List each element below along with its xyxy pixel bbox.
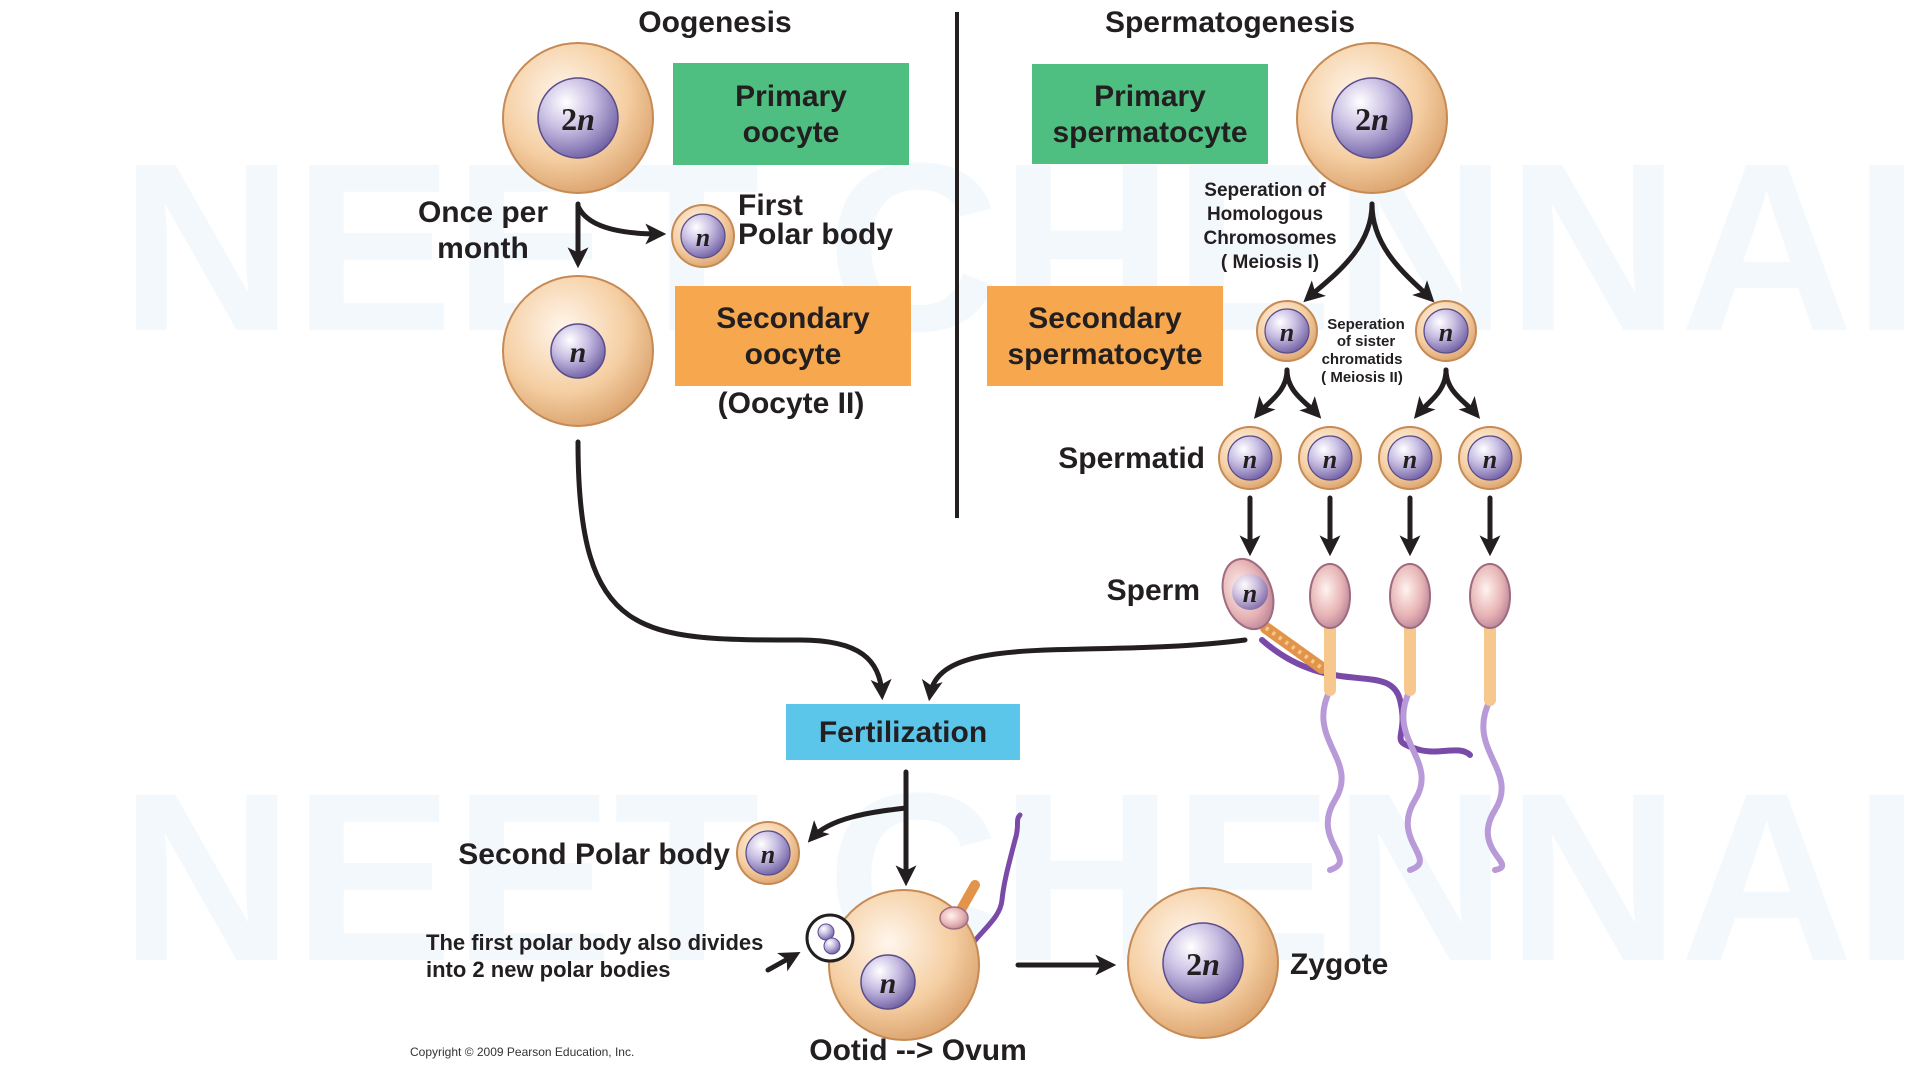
primary-spermatocyte-box: Primary spermatocyte bbox=[1032, 64, 1268, 164]
meiosis-i-line1: Seperation of bbox=[1204, 180, 1326, 201]
secondary-spermatocyte-box: Secondary spermatocyte bbox=[987, 286, 1223, 386]
fertilization-box: Fertilization bbox=[786, 704, 1020, 760]
meiosis-i-line3: Chromosomes bbox=[1203, 228, 1336, 249]
svg-text:n: n bbox=[1280, 318, 1294, 347]
primary-spermatocyte-label-line1: Primary bbox=[1094, 80, 1206, 113]
secondary-spermatocyte-cell-left: n bbox=[1256, 300, 1318, 362]
secondary-oocyte-box: Secondary oocyte bbox=[675, 286, 911, 386]
svg-text:n: n bbox=[761, 840, 775, 869]
svg-text:n: n bbox=[1403, 445, 1417, 474]
second-polar-body-cell: n bbox=[736, 821, 800, 885]
meiosis-ii-label: Seperation of sister chromatids ( Meiosi… bbox=[1321, 316, 1405, 386]
spermatid-label: Spermatid bbox=[1058, 442, 1205, 475]
haploid-label: n bbox=[761, 840, 775, 869]
secondary-oocyte-label-line1: Secondary bbox=[716, 302, 870, 335]
once-per-month-line1: Once per bbox=[418, 196, 548, 229]
svg-text:2n: 2n bbox=[561, 101, 595, 137]
haploid-label: n bbox=[1243, 579, 1257, 608]
svg-text:n: n bbox=[1483, 445, 1497, 474]
arrow-meiosis-i-right bbox=[1369, 201, 1435, 303]
zygote-cell: 2n bbox=[1127, 887, 1279, 1039]
spermatogenesis-title: Spermatogenesis bbox=[1105, 6, 1355, 39]
spermatid-cell: n bbox=[1378, 426, 1442, 490]
arrow-meiosis-i-left bbox=[1303, 201, 1375, 303]
first-polar-divides-line1: The first polar body also divides bbox=[426, 930, 763, 955]
first-polar-body-line1: First bbox=[738, 189, 803, 222]
oogenesis-title: Oogenesis bbox=[638, 6, 791, 39]
svg-text:n: n bbox=[696, 223, 710, 252]
svg-text:n: n bbox=[880, 967, 897, 1000]
meiosis-ii-line1: Seperation bbox=[1327, 316, 1405, 333]
meiosis-ii-line3: chromatids bbox=[1322, 351, 1403, 368]
arrow-sperm-to-fertilization bbox=[921, 637, 1248, 702]
once-per-month-line2: month bbox=[437, 232, 529, 265]
ootid-ovum-label: Ootid --> Ovum bbox=[809, 1034, 1027, 1067]
svg-text:n: n bbox=[1243, 579, 1257, 608]
svg-text:n: n bbox=[1323, 445, 1337, 474]
spermatid-cell: n bbox=[1458, 426, 1522, 490]
divided-polar-bodies bbox=[805, 913, 855, 963]
watermark: NEET CHENNAI NEET CHENNAI bbox=[120, 113, 1920, 1011]
sperm-label: Sperm bbox=[1107, 574, 1200, 607]
svg-text:2n: 2n bbox=[1186, 946, 1220, 982]
sperm-cell bbox=[1469, 563, 1511, 873]
primary-oocyte-label-line2: oocyte bbox=[743, 116, 840, 149]
second-polar-body-label: Second Polar body bbox=[458, 838, 730, 871]
copyright-text: Copyright © 2009 Pearson Education, Inc. bbox=[410, 1045, 634, 1059]
secondary-spermatocyte-label-line2: spermatocyte bbox=[1007, 338, 1202, 371]
first-polar-body-cell: n bbox=[671, 204, 735, 268]
secondary-oocyte-cell: n bbox=[502, 275, 654, 427]
primary-spermatocyte-cell: 2n bbox=[1296, 42, 1448, 194]
meiosis-i-line4: ( Meiosis I) bbox=[1221, 252, 1319, 273]
haploid-label: n bbox=[1439, 318, 1453, 347]
arrow-meiosis-ii-2 bbox=[1284, 367, 1322, 419]
diploid-label-n: n bbox=[577, 101, 595, 137]
svg-text:n: n bbox=[1243, 445, 1257, 474]
haploid-label: n bbox=[1243, 445, 1257, 474]
arrow-meiosis-ii-4 bbox=[1443, 367, 1481, 419]
spermatid-cell: n bbox=[1218, 426, 1282, 490]
fertilization-label: Fertilization bbox=[819, 716, 987, 749]
first-polar-body-line2: Polar body bbox=[738, 218, 893, 251]
arrow-to-first-polar-body bbox=[575, 203, 667, 245]
diploid-label-n: n bbox=[1371, 101, 1389, 137]
watermark-text-bottom: NEET CHENNAI bbox=[120, 743, 1920, 1011]
haploid-label: n bbox=[570, 336, 587, 369]
secondary-spermatocyte-label-line1: Secondary bbox=[1028, 302, 1182, 335]
meiosis-ii-line4: ( Meiosis II) bbox=[1321, 369, 1403, 386]
haploid-label: n bbox=[1483, 445, 1497, 474]
arrow-to-second-polar-body bbox=[807, 805, 909, 843]
diploid-label-n: n bbox=[1202, 946, 1220, 982]
zygote-label: Zygote bbox=[1290, 948, 1388, 981]
primary-oocyte-box: Primary oocyte bbox=[673, 63, 909, 165]
svg-text:n: n bbox=[570, 336, 587, 369]
primary-oocyte-label-line1: Primary bbox=[735, 80, 847, 113]
arrow-to-divided-polar-bodies bbox=[765, 951, 801, 973]
sperm-cell bbox=[1309, 563, 1351, 873]
svg-text:n: n bbox=[1439, 318, 1453, 347]
haploid-label: n bbox=[880, 967, 897, 1000]
meiosis-ii-line2: of sister bbox=[1337, 333, 1396, 350]
sperm-cell bbox=[1389, 563, 1431, 873]
spermatid-cell: n bbox=[1298, 426, 1362, 490]
primary-oocyte-cell: 2n bbox=[502, 42, 654, 194]
haploid-label: n bbox=[1323, 445, 1337, 474]
arrow-oocyte-to-fertilization bbox=[575, 439, 892, 701]
first-polar-divides-line2: into 2 new polar bodies bbox=[426, 957, 670, 982]
haploid-label: n bbox=[1280, 318, 1294, 347]
secondary-oocyte-label-line2: oocyte bbox=[745, 338, 842, 371]
diploid-label-2: 2 bbox=[1355, 101, 1371, 137]
diploid-label-2: 2 bbox=[561, 101, 577, 137]
primary-spermatocyte-label-line2: spermatocyte bbox=[1052, 116, 1247, 149]
diploid-label-2: 2 bbox=[1186, 946, 1202, 982]
svg-text:2n: 2n bbox=[1355, 101, 1389, 137]
oocyte-ii-label: (Oocyte II) bbox=[718, 387, 865, 420]
meiosis-i-label: Seperation of Homologous Chromosomes ( M… bbox=[1203, 180, 1336, 273]
meiosis-i-line2: Homologous bbox=[1207, 204, 1323, 225]
haploid-label: n bbox=[696, 223, 710, 252]
secondary-spermatocyte-cell-right: n bbox=[1415, 300, 1477, 362]
ootid-cell: n bbox=[828, 812, 1023, 1041]
haploid-label: n bbox=[1403, 445, 1417, 474]
